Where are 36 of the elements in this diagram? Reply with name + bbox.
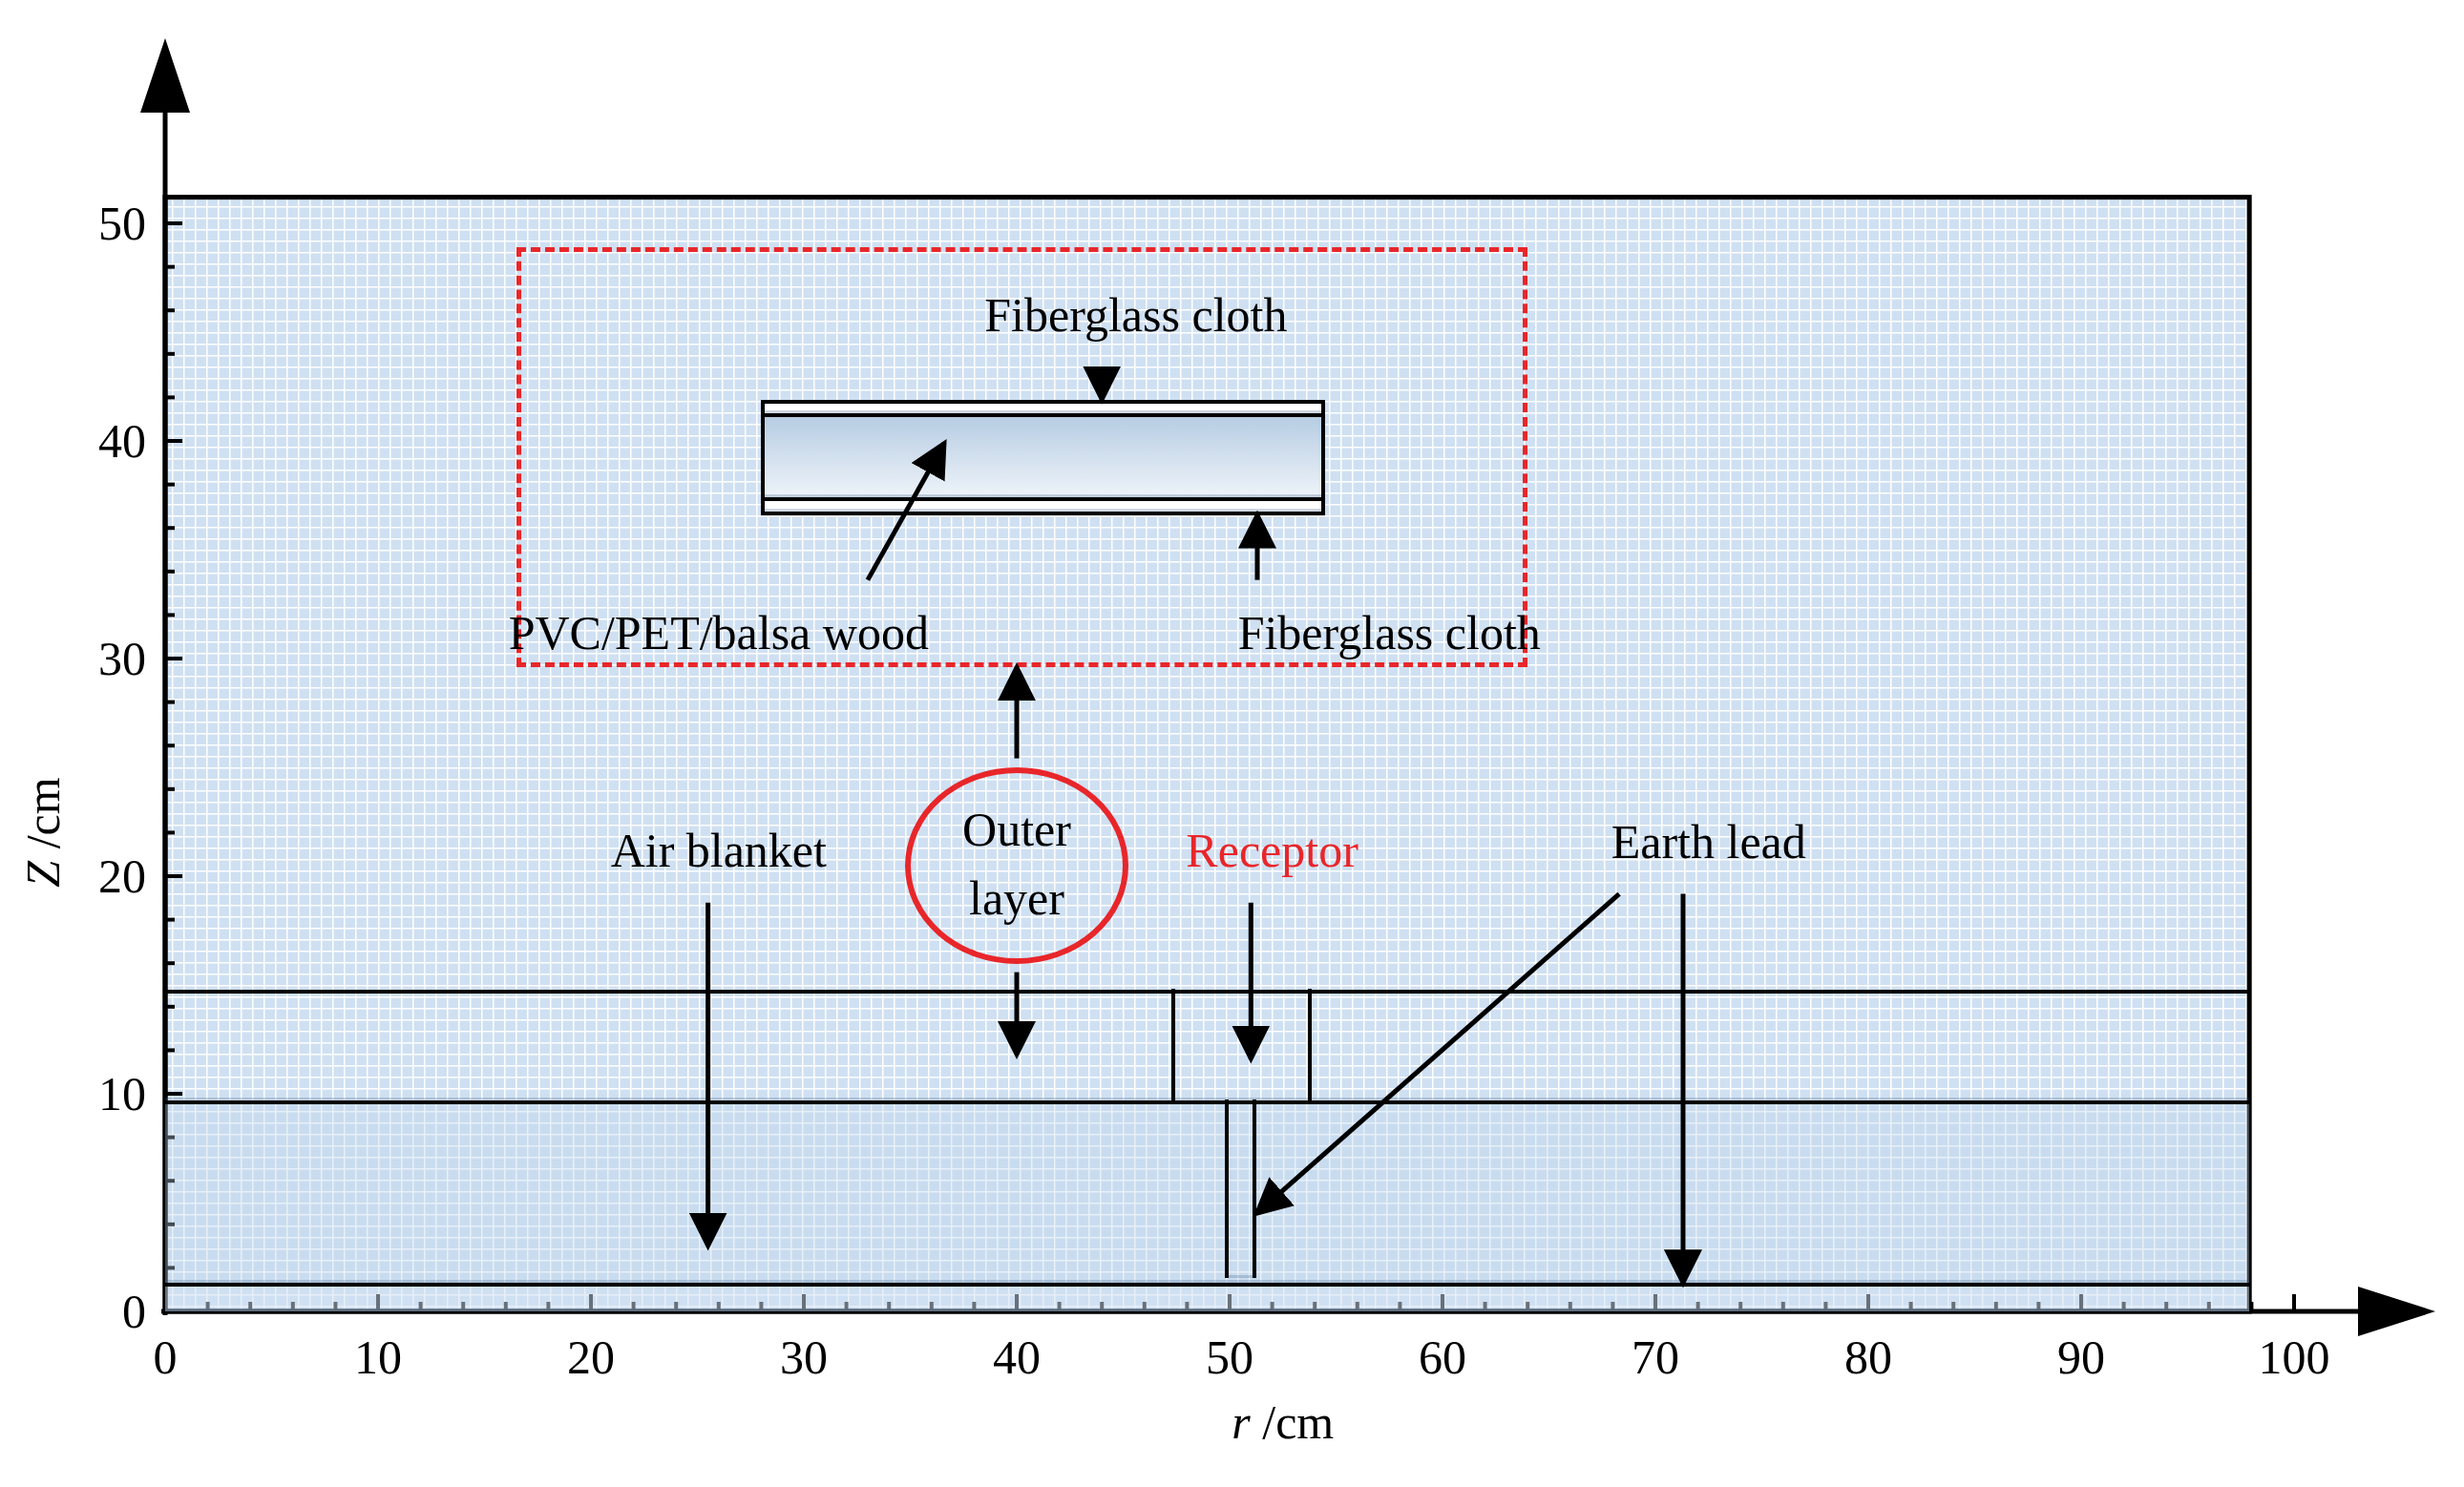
region-label: Air blanket bbox=[610, 826, 827, 874]
tick-label: 10 bbox=[98, 1070, 146, 1118]
earth-lead-label: Earth lead bbox=[1611, 817, 1806, 866]
tick-label: 100 bbox=[2258, 1333, 2330, 1381]
tick-label: 40 bbox=[98, 417, 146, 465]
tick-label: 30 bbox=[98, 635, 146, 682]
tick-label: 10 bbox=[354, 1333, 402, 1381]
tick-label: 50 bbox=[1206, 1333, 1253, 1381]
tick-label: 60 bbox=[1419, 1333, 1466, 1381]
leader-arrow bbox=[688, 902, 727, 1251]
fiberglass-layer bbox=[761, 497, 1326, 515]
tick-label: 50 bbox=[98, 199, 146, 247]
tick-label: 40 bbox=[993, 1333, 1041, 1381]
core-layer bbox=[761, 416, 1326, 498]
ground-strip bbox=[165, 1283, 2250, 1311]
tick-label: 70 bbox=[1632, 1333, 1679, 1381]
leader-arrow bbox=[998, 662, 1036, 759]
leader-arrow bbox=[1238, 510, 1276, 580]
leader-arrow bbox=[1232, 902, 1271, 1064]
tick-label: 20 bbox=[567, 1333, 615, 1381]
tick-label: 80 bbox=[1844, 1333, 1892, 1381]
axis-title: Z /cm bbox=[19, 777, 67, 889]
tick-label: 20 bbox=[98, 852, 146, 900]
leader-arrow bbox=[998, 972, 1036, 1059]
outer-layer-label: Outer layer bbox=[904, 765, 1129, 965]
outer-layer-band bbox=[165, 989, 2250, 1105]
tick-label: 90 bbox=[2057, 1333, 2105, 1381]
tick-label: 30 bbox=[780, 1333, 828, 1381]
tick-label: 0 bbox=[153, 1333, 178, 1381]
leader-arrow bbox=[1083, 366, 1122, 405]
axis-title: r /cm bbox=[1232, 1398, 1335, 1446]
layer-label: PVC/PET/balsa wood bbox=[508, 608, 929, 657]
leader-arrow bbox=[865, 438, 947, 581]
earth-lead-strip bbox=[1225, 1100, 1257, 1279]
tick-label: 0 bbox=[122, 1288, 146, 1335]
leader-arrow bbox=[1664, 893, 1702, 1288]
